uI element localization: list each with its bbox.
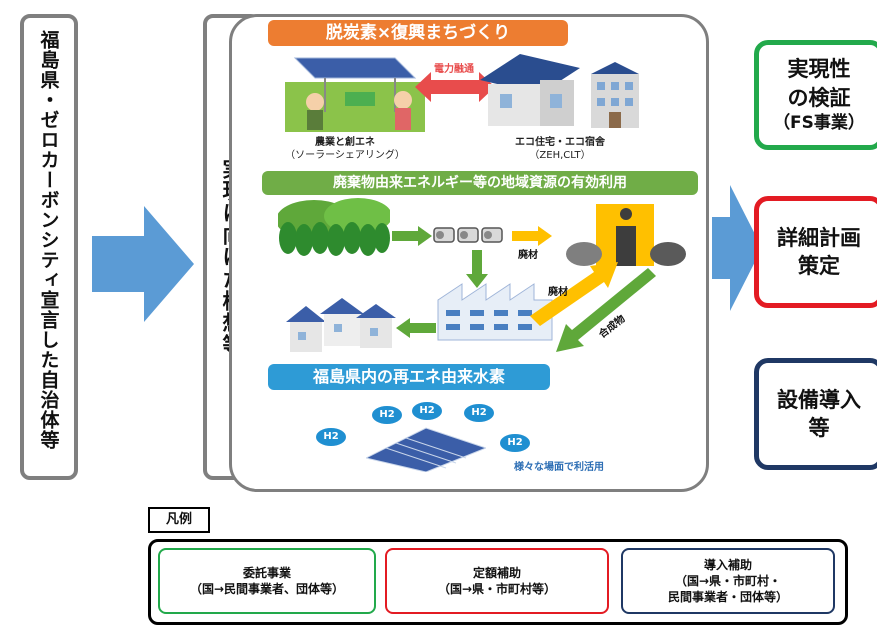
outcome-equipment-line1: 設備導入 (777, 387, 861, 412)
use-label: 様々な場面で利活用 (514, 462, 604, 473)
legend-item-fixed-subsidy: 定額補助 （国→県・市町村等） (385, 548, 609, 614)
h2-bubble-1-text: H2 (323, 431, 339, 442)
decarbonization-banner-text: 脱炭素×復興まちづくり (325, 23, 511, 43)
power-label: 電力融通 (434, 64, 474, 75)
yellow-diagonal-arrow (530, 262, 618, 326)
outcome-detailed-plan-line2: 策定 (798, 254, 840, 278)
agri-label: 農業と創エネ （ソーラーシェアリング） (275, 136, 415, 162)
outcome-arrow (712, 185, 762, 311)
green-diagonal-arrow (556, 268, 656, 352)
outcome-detailed-plan-line1: 詳細計画 (777, 225, 861, 250)
legend-item-introduction-line3: 民間事業者・団体等） (667, 590, 788, 605)
eco-house-illustration (480, 54, 580, 126)
green-left-arrow (396, 318, 436, 338)
logs-illustration (433, 227, 503, 243)
outcome-feasibility-line3: （FS事業） (773, 112, 865, 133)
legend-item-commission: 委託事業 （国→民間事業者、団体等） (158, 548, 376, 614)
hydrogen-banner: 福島県内の再エネ由来水素 (268, 364, 550, 390)
outcome-feasibility: 実現性 の検証 （FS事業） (754, 40, 877, 150)
green-arrow-to-logs (392, 226, 432, 246)
legend-item-introduction-line2: （国→県・市町村・ (674, 573, 782, 588)
h2-bubble-4: H2 (464, 404, 494, 422)
houses-illustration (286, 298, 396, 352)
outcome-feasibility-line1: 実現性 (787, 57, 851, 82)
legend-item-fixed-subsidy-line2: （国→県・市町村等） (437, 582, 557, 596)
eco-label-text: エコ住宅・エコ宿舎 (515, 137, 605, 148)
legend-title-box: 凡例 (148, 507, 210, 533)
waste-label-2: 廃材 (548, 287, 568, 298)
waste-energy-banner: 廃棄物由来エネルギー等の地域資源の有効利用 (262, 171, 698, 195)
h2-bubble-3-text: H2 (419, 405, 435, 416)
outcome-feasibility-line2: の検証 (787, 85, 851, 110)
left-entity-box: 福島県・ゼロカーボンシティ宣言した自治体等 (20, 14, 78, 480)
eco-sub-text: （ZEH,CLT） (529, 150, 591, 161)
h2-bubble-3: H2 (412, 402, 442, 420)
eco-label: エコ住宅・エコ宿舎 （ZEH,CLT） (500, 136, 620, 162)
power-exchange-arrow (415, 72, 495, 102)
main-right-arrow (92, 206, 194, 322)
outcome-equipment-line2: 等 (808, 416, 830, 440)
waste-energy-banner-text: 廃棄物由来エネルギー等の地域資源の有効利用 (333, 175, 627, 191)
legend-item-introduction-subsidy: 導入補助 （国→県・市町村・ 民間事業者・団体等） (621, 548, 835, 614)
legend-item-commission-line1: 委託事業 (242, 565, 291, 580)
h2-bubble-1: H2 (316, 428, 346, 446)
solar-sharing-illustration (285, 57, 425, 132)
legend-title: 凡例 (165, 512, 192, 527)
agri-sub-text: （ソーラーシェアリング） (285, 150, 405, 161)
hydrogen-banner-text: 福島県内の再エネ由来水素 (312, 367, 505, 386)
agri-label-text: 農業と創エネ (315, 137, 375, 148)
solar-panel-field (366, 427, 486, 472)
forest-illustration (278, 198, 390, 256)
left-entity-text: 福島県・ゼロカーボンシティ宣言した自治体等 (37, 30, 60, 450)
h2-bubble-2: H2 (372, 406, 402, 424)
h2-bubble-2-text: H2 (379, 409, 395, 420)
outcome-equipment: 設備導入 等 (754, 358, 877, 470)
factory-illustration (437, 283, 553, 341)
legend-item-introduction-line1: 導入補助 (703, 557, 752, 572)
legend-item-commission-line2: （国→民間事業者、団体等） (189, 582, 345, 596)
h2-bubble-5-text: H2 (507, 437, 523, 448)
yellow-arrow-to-plant (512, 226, 552, 246)
waste-label-1: 廃材 (518, 250, 538, 261)
green-down-arrow (466, 250, 488, 288)
eco-dormitory-illustration (591, 62, 639, 128)
outcome-detailed-plan: 詳細計画 策定 (754, 196, 877, 308)
legend-item-fixed-subsidy-line1: 定額補助 (472, 565, 521, 580)
h2-bubble-4-text: H2 (471, 407, 487, 418)
decarbonization-banner: 脱炭素×復興まちづくり (268, 20, 568, 46)
h2-bubble-5: H2 (500, 434, 530, 452)
biomass-plant-illustration (566, 204, 686, 266)
